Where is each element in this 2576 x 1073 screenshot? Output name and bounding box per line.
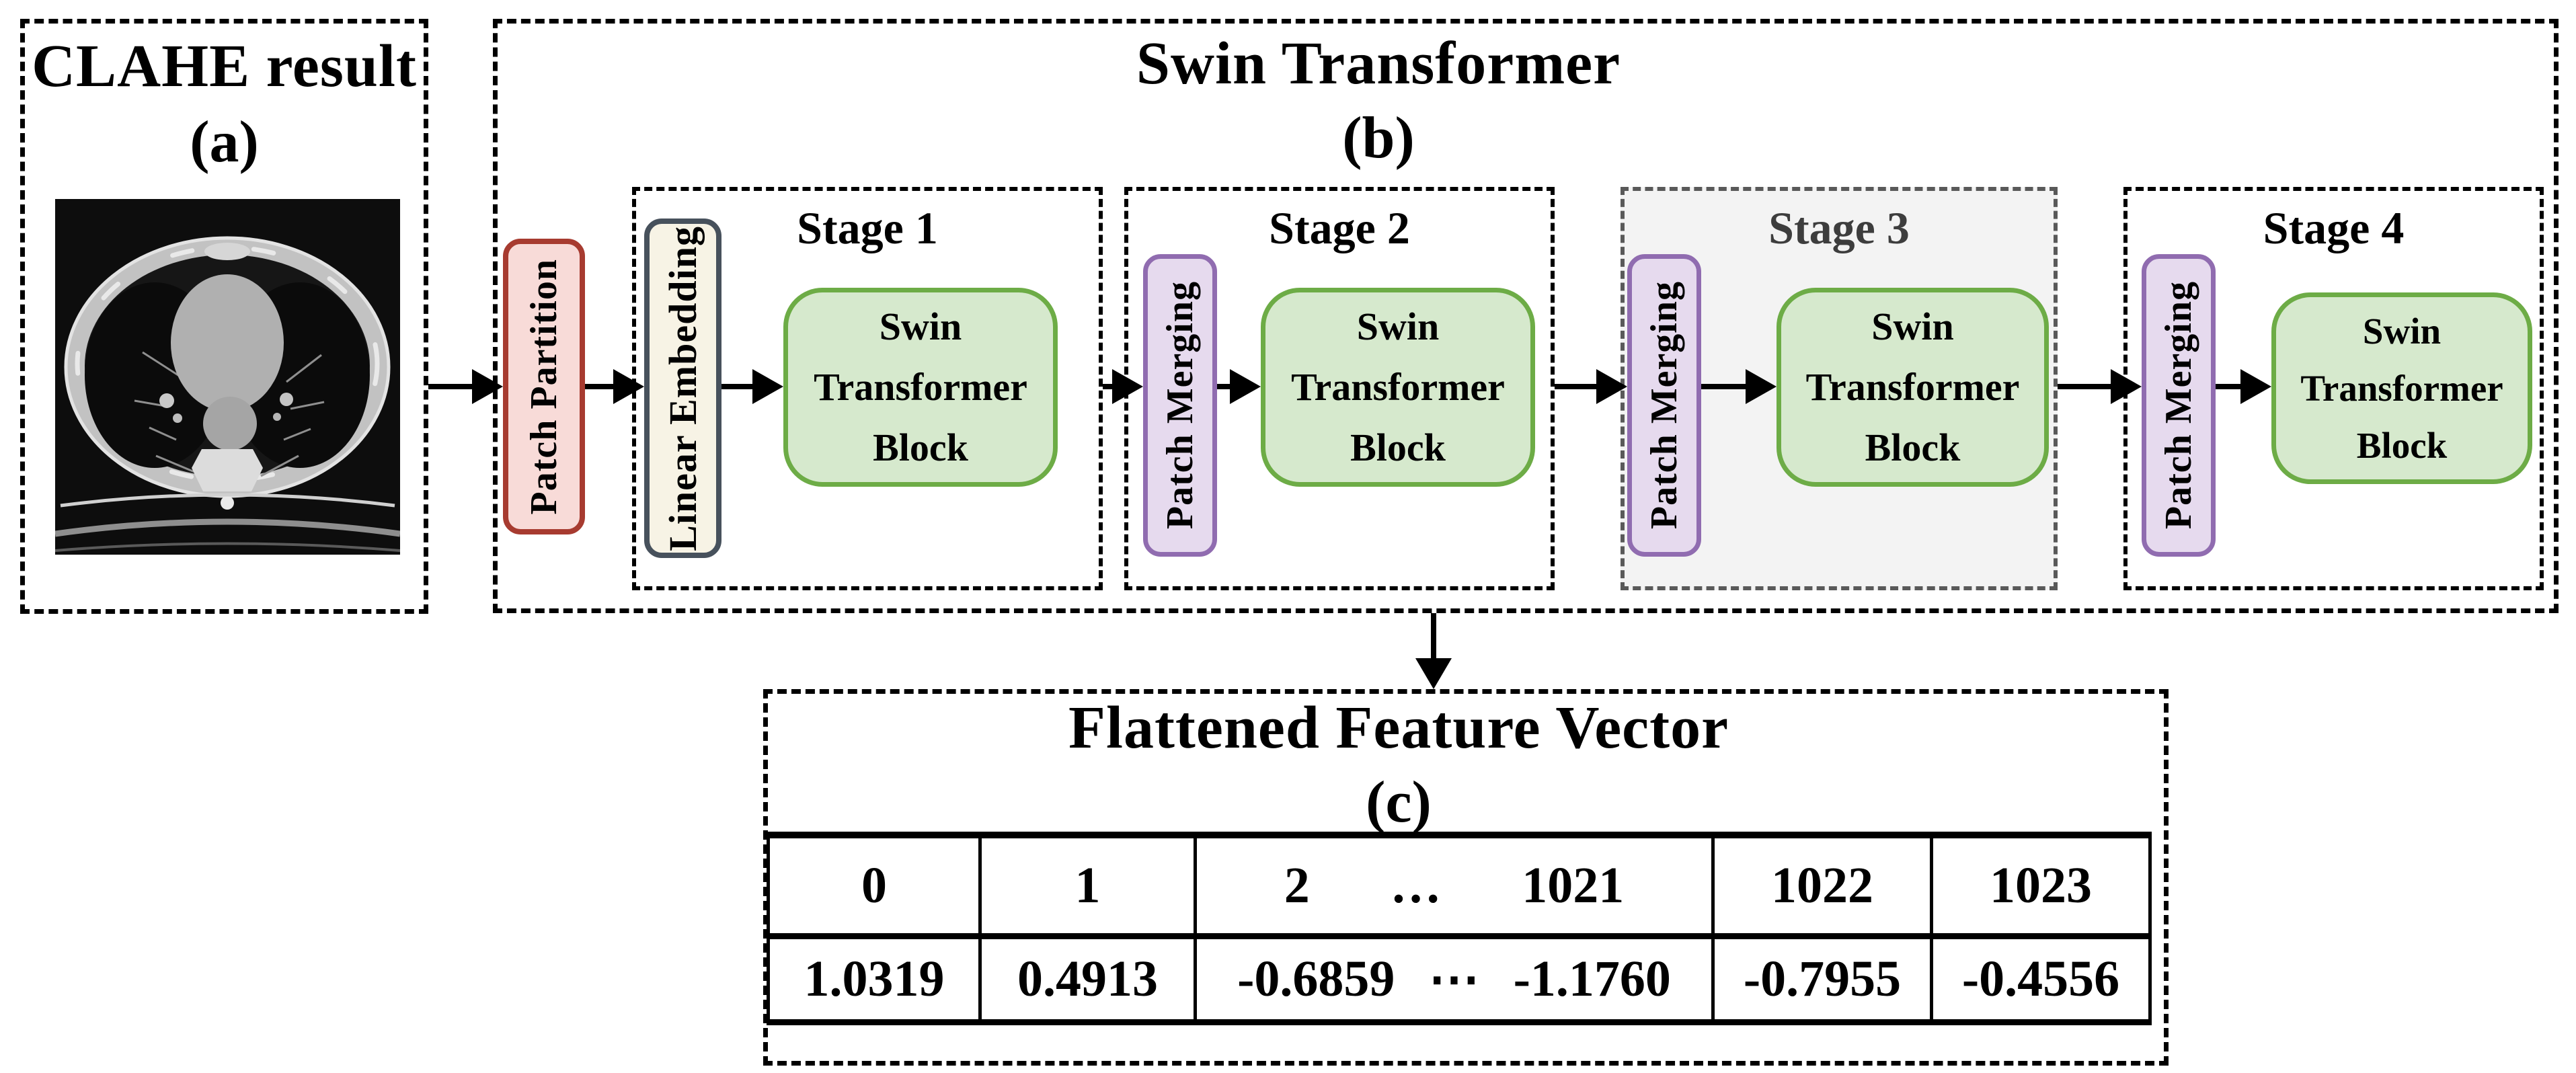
- ct-scan-image: [54, 199, 401, 555]
- panel-a-title: CLAHE result: [32, 33, 417, 100]
- header-index: 2: [1284, 857, 1310, 914]
- block-line: Swin: [1871, 305, 1954, 349]
- patch-merging-label: Patch Merging: [1643, 281, 1685, 530]
- arrow-right-icon: [428, 384, 472, 389]
- patch-merging-box-4: Patch Merging: [2142, 254, 2216, 557]
- block-line: Transformer: [1291, 365, 1505, 409]
- table-header-cell-wide: 2 … 1021: [1194, 832, 1715, 939]
- arrow-down-icon: [1431, 613, 1436, 658]
- table-header-cell: 1: [978, 832, 1197, 939]
- table-header-cell: 0: [767, 832, 982, 939]
- arrow-right-icon: [585, 384, 613, 389]
- patch-merging-box-3: Patch Merging: [1627, 254, 1701, 557]
- table-value-cell-wide: -0.6859 ⋯ -1.1760: [1194, 934, 1715, 1025]
- table-value-cell: 1.0319: [767, 934, 982, 1025]
- table-value-cell: -0.4556: [1930, 934, 2152, 1025]
- stage-2-title: Stage 2: [1269, 202, 1410, 253]
- header-index: 1021: [1522, 857, 1625, 914]
- patch-merging-label: Patch Merging: [2158, 281, 2199, 530]
- patch-partition-label: Patch Partition: [523, 258, 565, 515]
- stage-3-title: Stage 3: [1768, 202, 1910, 253]
- arrow-right-icon: [1555, 384, 1596, 389]
- block-line: Transformer: [814, 365, 1027, 409]
- arrow-right-icon: [2216, 384, 2240, 389]
- block-line: Swin: [1356, 305, 1440, 349]
- panel-b-title: Swin Transformer: [1136, 30, 1621, 97]
- feature-value: -0.6859: [1237, 950, 1395, 1007]
- feature-value: -1.1760: [1513, 950, 1671, 1007]
- panel-c: [763, 689, 2169, 1066]
- arrow-right-icon: [1103, 384, 1112, 389]
- patch-merging-box-2: Patch Merging: [1143, 254, 1217, 557]
- table-value-cell: -0.7955: [1711, 934, 1933, 1025]
- ellipsis: …: [1390, 857, 1442, 914]
- ellipsis: ⋯: [1428, 951, 1480, 1008]
- feature-value: -0.7955: [1743, 950, 1902, 1007]
- table-header-cell: 1022: [1711, 832, 1933, 939]
- block-line: Swin: [879, 305, 962, 349]
- table-value-row: 1.0319 0.4913 -0.6859 ⋯ -1.1760 -0.7955 …: [767, 934, 2152, 1025]
- patch-merging-label: Patch Merging: [1159, 281, 1201, 530]
- panel-b: [493, 19, 2559, 613]
- header-index: 1022: [1771, 857, 1873, 914]
- block-line: Transformer: [2300, 367, 2503, 409]
- feature-value: 0.4913: [1017, 950, 1158, 1007]
- panel-c-title: Flattened Feature Vector: [1068, 694, 1729, 761]
- panel-a-tag: (a): [190, 110, 259, 175]
- swin-transformer-block-4: Swin Transformer Block: [2271, 292, 2532, 484]
- linear-embedding-box: Linear Embedding: [644, 218, 721, 558]
- feature-value: -0.4556: [1961, 950, 2120, 1007]
- stage-1-title: Stage 1: [797, 202, 938, 253]
- header-index: 1023: [1990, 857, 2092, 914]
- block-line: Block: [2356, 425, 2448, 467]
- arrow-right-icon: [721, 384, 752, 389]
- panel-b-tag: (b): [1342, 106, 1415, 171]
- arrow-right-icon: [2058, 384, 2111, 389]
- block-line: Block: [1350, 425, 1446, 469]
- table-header-row: 0 1 2 … 1021 1022 1023: [767, 832, 2152, 939]
- block-line: Block: [873, 425, 968, 469]
- swin-transformer-block-1: Swin Transformer Block: [783, 288, 1058, 487]
- feature-vector-table: 0 1 2 … 1021 1022 1023 1.0319: [767, 832, 2152, 1025]
- panel-a: [20, 19, 428, 614]
- table-value-cell: 0.4913: [978, 934, 1197, 1025]
- stage-4-title: Stage 4: [2263, 202, 2405, 253]
- block-line: Transformer: [1805, 365, 2020, 409]
- header-index: 1: [1075, 857, 1101, 914]
- block-line: Swin: [2362, 310, 2442, 352]
- panel-c-tag: (c): [1366, 770, 1432, 835]
- arrow-right-icon: [1217, 384, 1230, 389]
- feature-value: 1.0319: [804, 950, 945, 1007]
- header-index: 0: [861, 857, 887, 914]
- swin-transformer-block-3: Swin Transformer Block: [1777, 288, 2049, 487]
- patch-partition-box: Patch Partition: [503, 239, 585, 534]
- swin-transformer-block-2: Swin Transformer Block: [1261, 288, 1535, 487]
- table-header-cell: 1023: [1930, 832, 2152, 939]
- block-line: Block: [1865, 425, 1961, 469]
- arrow-right-icon: [1701, 384, 1746, 389]
- linear-embedding-label: Linear Embedding: [661, 225, 705, 551]
